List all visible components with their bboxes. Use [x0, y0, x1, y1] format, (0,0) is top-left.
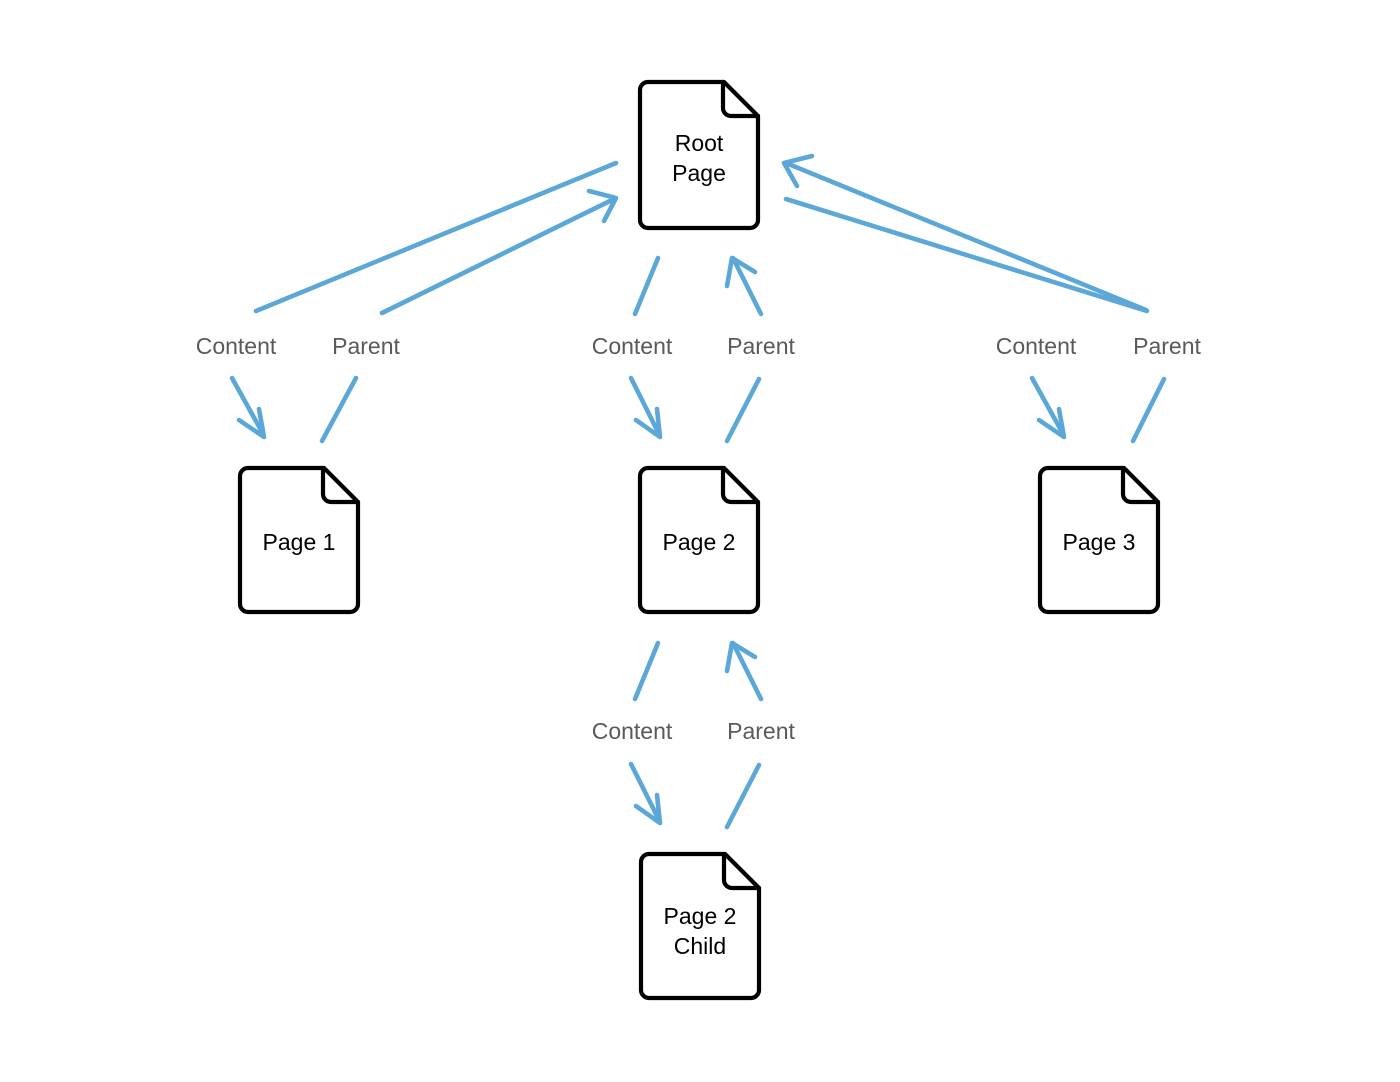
document-icon [237, 465, 361, 615]
document-icon [638, 851, 762, 1001]
edge-label-root-page2-content: Content [592, 333, 673, 359]
edge-segment-upper [379, 196, 617, 316]
arrowhead-up-icon [724, 640, 758, 674]
edge-page2-child-content[interactable] [628, 640, 663, 826]
node-page-1[interactable]: Page 1 [237, 465, 361, 615]
node-label-line1: Page 3 [1063, 529, 1136, 555]
document-fold-icon [1120, 465, 1161, 505]
document-fold-icon [720, 465, 761, 505]
node-label-line2: Child [674, 933, 726, 959]
edge-segment-upper [730, 640, 764, 702]
edge-segment-lower [628, 375, 661, 435]
edge-segment-lower [724, 762, 762, 830]
edge-segment-upper [632, 640, 661, 702]
edge-segment-upper [632, 255, 661, 317]
arrowhead-up-icon [724, 255, 758, 289]
arrowhead-down-icon [1036, 406, 1067, 440]
arrowhead-up-icon [586, 188, 619, 224]
edge-segment-lower [724, 376, 762, 444]
edge-label-child-page2-parent: Parent [727, 718, 795, 744]
document-fold-icon [720, 79, 761, 119]
document-fold-icon [320, 465, 361, 505]
edge-page3-root-parent[interactable] [781, 153, 1167, 444]
document-icon [637, 465, 761, 615]
arrowhead-down-icon [633, 406, 663, 440]
edge-label-page1-root-parent: Parent [332, 333, 400, 359]
document-icon [637, 79, 761, 231]
document-icon [1037, 465, 1161, 615]
edge-page1-root-parent[interactable] [319, 188, 619, 444]
node-label-line2: Page [672, 160, 726, 186]
edge-label-root-page1-content: Content [196, 333, 277, 359]
edge-child-page2-parent[interactable] [724, 640, 764, 830]
edge-label-page2-child-content: Content [592, 718, 673, 744]
edge-segment-lower [1130, 376, 1167, 444]
edge-root-page3-content[interactable] [783, 196, 1150, 440]
node-label-line1: Page 2 [663, 529, 736, 555]
node-root-page[interactable]: Root Page [637, 79, 761, 231]
edge-label-page3-root-parent: Parent [1133, 333, 1201, 359]
edge-label-root-page3-content: Content [996, 333, 1077, 359]
arrowhead-down-icon [236, 406, 267, 440]
edge-segment-lower [319, 375, 359, 444]
node-label-line1: Page 2 [664, 903, 737, 929]
edge-segment-lower [229, 375, 265, 435]
document-fold-icon [721, 851, 762, 891]
edge-segment-lower [1029, 375, 1065, 435]
edge-root-page2-content[interactable] [628, 255, 663, 440]
edge-segment-upper [730, 255, 764, 317]
edge-segment-upper [783, 160, 1149, 313]
arrowhead-down-icon [633, 792, 663, 826]
node-label-line1: Root [675, 130, 724, 156]
edge-segment-upper [783, 196, 1150, 314]
node-page-3[interactable]: Page 3 [1037, 465, 1161, 615]
edge-segment-lower [628, 761, 661, 821]
edge-root-page1-content[interactable] [229, 160, 619, 440]
edge-page2-root-parent[interactable] [724, 255, 764, 444]
node-label-line1: Page 1 [263, 529, 336, 555]
edge-segment-upper [253, 160, 619, 314]
edge-label-page2-root-parent: Parent [727, 333, 795, 359]
node-page-2[interactable]: Page 2 [637, 465, 761, 615]
arrowhead-up-icon [781, 153, 815, 189]
node-page-2-child[interactable]: Page 2 Child [638, 851, 762, 1001]
